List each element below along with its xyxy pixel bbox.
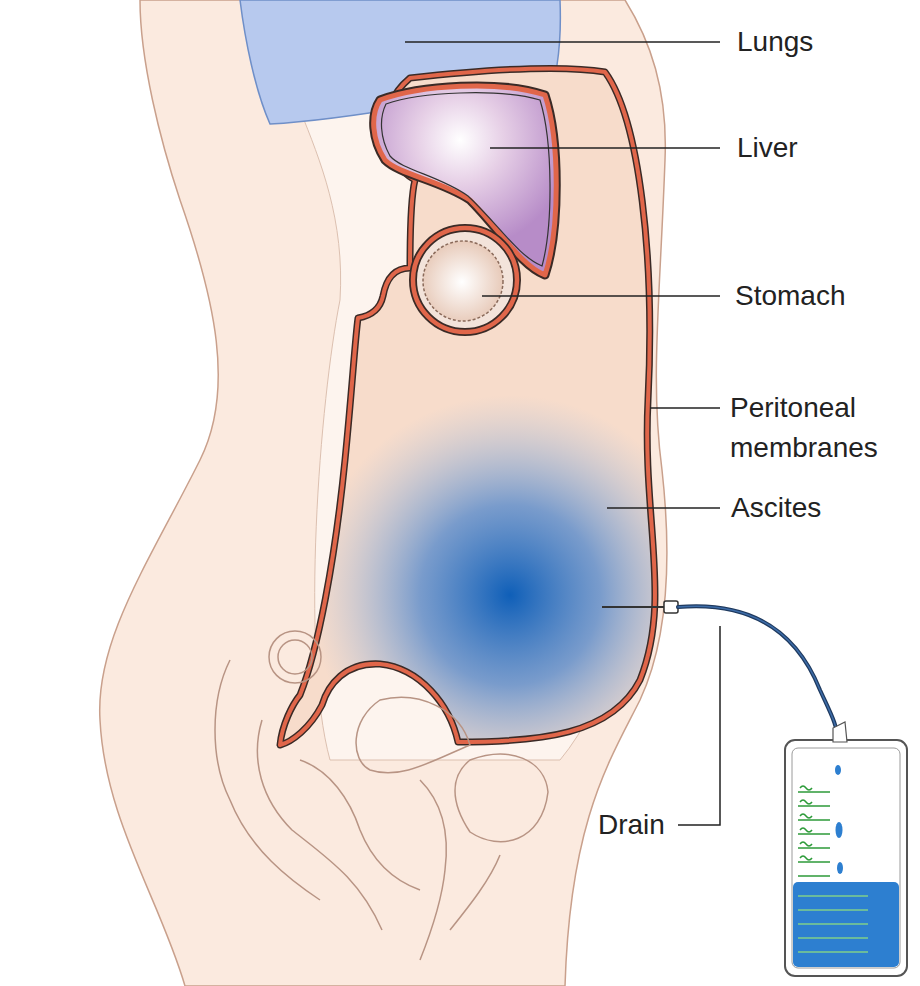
peritoneal-membrane — [280, 69, 655, 745]
bag-graduations — [798, 786, 868, 952]
part-label: Stomach — [735, 276, 846, 316]
part-label: Liver — [737, 128, 798, 168]
leader-lines — [405, 42, 720, 825]
part-label: Drain — [598, 805, 665, 845]
fluid-drops — [835, 765, 843, 874]
part-label: Peritoneal membranes — [730, 388, 912, 468]
stomach-membrane — [413, 228, 517, 332]
drain-tube-core — [678, 606, 838, 742]
drain-tube — [678, 606, 838, 742]
drain-bag-inner — [792, 748, 900, 968]
drain-spike — [833, 722, 847, 742]
drain-hub — [664, 601, 678, 613]
stomach-shape — [423, 241, 503, 321]
drain-needle — [602, 606, 665, 608]
stomach-membrane-red — [413, 228, 517, 332]
peritoneal-membrane-outer — [280, 69, 655, 745]
part-label: Ascites — [731, 488, 821, 528]
drained-fluid — [793, 882, 899, 967]
drain-bag — [785, 740, 907, 976]
part-label: Lungs — [737, 22, 813, 62]
pelvic-organs — [215, 631, 548, 960]
